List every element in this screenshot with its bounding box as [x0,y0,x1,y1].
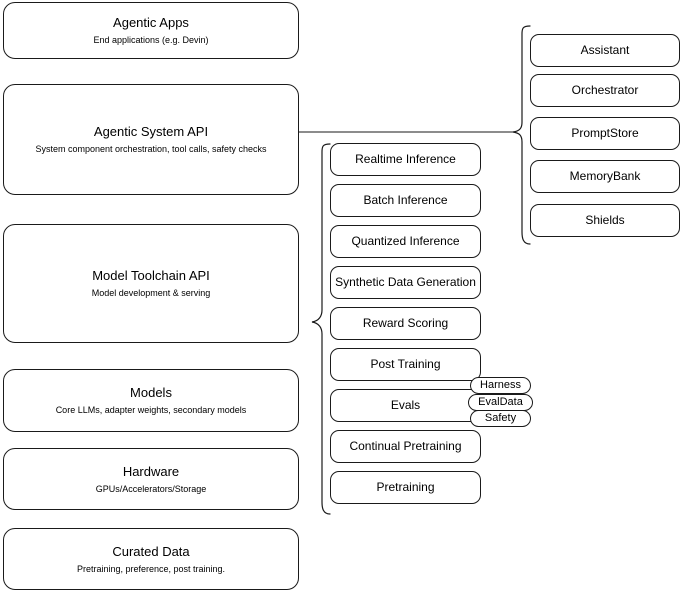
capability-synthetic-data-generation[interactable]: Synthetic Data Generation [330,266,481,299]
capability-label: Pretraining [376,480,435,494]
layer-subtitle: System component orchestration, tool cal… [35,144,267,154]
component-label: Orchestrator [571,83,639,97]
capability-label: Quantized Inference [351,234,460,248]
layer-subtitle: End applications (e.g. Devin) [93,35,209,45]
component-promptstore[interactable]: PromptStore [530,117,680,150]
capability-evals[interactable]: Evals [330,389,481,422]
capability-quantized-inference[interactable]: Quantized Inference [330,225,481,258]
layer-title: Model Toolchain API [92,268,210,283]
capability-batch-inference[interactable]: Batch Inference [330,184,481,217]
layer-card-hardware[interactable]: Hardware GPUs/Accelerators/Storage [3,448,299,510]
layer-title: Curated Data [112,543,190,559]
layer-subtitle: GPUs/Accelerators/Storage [95,483,207,494]
layer-subtitle: Model development & serving [91,288,211,298]
capability-label: Batch Inference [363,193,448,207]
layer-card-curated-data[interactable]: Curated Data Pretraining, preference, po… [3,528,299,590]
layer-title: Agentic Apps [113,15,189,30]
capability-continual-pretraining[interactable]: Continual Pretraining [330,430,481,463]
component-label: Assistant [580,43,630,57]
eval-badge-safety[interactable]: Safety [470,410,531,427]
component-orchestrator[interactable]: Orchestrator [530,74,680,107]
component-memorybank[interactable]: MemoryBank [530,160,680,193]
capability-label: Continual Pretraining [349,439,462,453]
capability-label: Post Training [370,357,441,371]
layer-subtitle: Core LLMs, adapter weights, secondary mo… [55,405,247,415]
capability-post-training[interactable]: Post Training [330,348,481,381]
capability-pretraining[interactable]: Pretraining [330,471,481,504]
capability-label: Reward Scoring [362,316,449,330]
capability-label: Synthetic Data Generation [335,275,476,289]
layer-title: Agentic System API [93,124,209,139]
brace-toolchain-capabilities [306,140,332,524]
eval-badge-label: Safety [484,412,517,424]
layer-card-agentic-apps[interactable]: Agentic Apps End applications (e.g. Devi… [3,2,299,59]
capability-label: Realtime Inference [355,152,456,166]
eval-badge-label: EvalData [478,396,523,408]
capability-reward-scoring[interactable]: Reward Scoring [330,307,481,340]
eval-badge-harness[interactable]: Harness [470,377,531,394]
brace-system-components [508,22,532,256]
component-label: MemoryBank [569,169,641,183]
eval-badge-evaldata[interactable]: EvalData [468,394,533,411]
layer-card-models[interactable]: Models Core LLMs, adapter weights, secon… [3,369,299,432]
layer-card-model-toolchain-api[interactable]: Model Toolchain API Model development & … [3,224,299,343]
layer-title: Models [130,385,172,400]
component-shields[interactable]: Shields [530,204,680,237]
eval-badge-label: Harness [480,379,521,391]
layer-subtitle: Pretraining, preference, post training. [76,563,226,574]
layer-title: Hardware [122,463,180,479]
component-label: PromptStore [571,126,639,140]
connector-system-api-to-components [298,124,516,142]
capability-label: Evals [390,398,421,412]
component-assistant[interactable]: Assistant [530,34,680,67]
component-label: Shields [585,213,625,227]
capability-realtime-inference[interactable]: Realtime Inference [330,143,481,176]
layer-card-agentic-system-api[interactable]: Agentic System API System component orch… [3,84,299,195]
